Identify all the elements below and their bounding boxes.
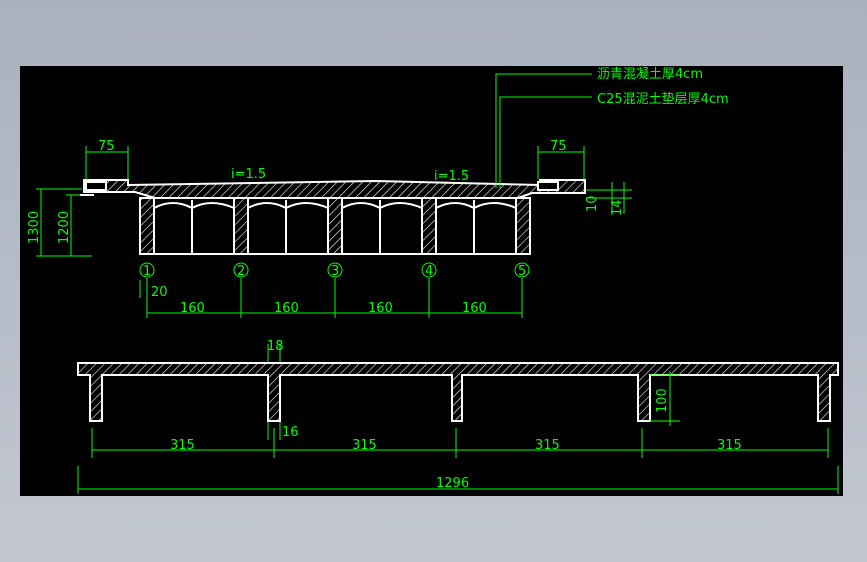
dim-spans bbox=[91, 428, 829, 458]
dim-web-label: 16 bbox=[282, 425, 299, 440]
girder-web-2 bbox=[233, 197, 249, 255]
dim-cantilever-left bbox=[85, 146, 129, 179]
dim-cantilever-left-label: 75 bbox=[98, 139, 115, 154]
dim-girder-spacing bbox=[146, 278, 523, 318]
callout-asphalt: 沥青混凝土厚4cm bbox=[597, 66, 703, 82]
total-length-label: 1296 bbox=[436, 476, 469, 491]
span-label-1: 315 bbox=[170, 438, 195, 453]
dim-depth bbox=[650, 371, 680, 426]
dim-web bbox=[267, 422, 281, 440]
girder-mark-5: 5 bbox=[518, 264, 526, 279]
curb-right bbox=[537, 181, 559, 191]
diaphragms bbox=[80, 194, 517, 255]
dim-deck-thickness bbox=[586, 182, 632, 214]
girder-mark-1: 1 bbox=[143, 264, 151, 279]
girder-web-1 bbox=[139, 197, 155, 255]
dim-height-left bbox=[36, 188, 92, 257]
dim-deck-thickness-b-label: 14 bbox=[610, 199, 625, 216]
top-cross-section: i=1.5 i=1.5 沥青混凝土厚4cm C25混泥土垫层厚4cm 75 bbox=[27, 66, 729, 318]
spacing-label-2: 160 bbox=[274, 301, 299, 316]
span-label-2: 315 bbox=[352, 438, 377, 453]
dim-web-width bbox=[139, 280, 148, 298]
dim-flange bbox=[267, 344, 281, 362]
spacing-label-3: 160 bbox=[368, 301, 393, 316]
callout-leaders bbox=[495, 73, 592, 188]
span-label-4: 315 bbox=[717, 438, 742, 453]
girder-mark-2: 2 bbox=[237, 264, 245, 279]
bottom-longitudinal-section: 18 100 16 bbox=[77, 339, 839, 494]
dim-depth-label: 100 bbox=[655, 388, 670, 413]
dim-height-total-label: 1300 bbox=[27, 211, 42, 244]
dim-web-width-label: 20 bbox=[151, 285, 168, 300]
span-label-3: 315 bbox=[535, 438, 560, 453]
girder-marks bbox=[139, 262, 530, 278]
curb-left bbox=[85, 181, 107, 191]
dim-deck-thickness-a-label: 10 bbox=[585, 195, 600, 212]
longitudinal-slab bbox=[77, 362, 839, 422]
drawing-canvas[interactable]: i=1.5 i=1.5 沥青混凝土厚4cm C25混泥土垫层厚4cm 75 bbox=[20, 66, 843, 496]
dim-height-girder-label: 1200 bbox=[57, 211, 72, 244]
girder-mark-4: 4 bbox=[425, 264, 433, 279]
deck-slab bbox=[83, 179, 586, 199]
spacing-label-4: 160 bbox=[462, 301, 487, 316]
dim-cantilever-right-label: 75 bbox=[550, 139, 567, 154]
spacing-label-1: 160 bbox=[180, 301, 205, 316]
callout-c25: C25混泥土垫层厚4cm bbox=[597, 91, 729, 107]
girder-web-4 bbox=[421, 197, 437, 255]
girder-mark-3: 3 bbox=[331, 264, 339, 279]
girder-web-3 bbox=[327, 197, 343, 255]
slope-label-right: i=1.5 bbox=[434, 169, 469, 184]
dim-flange-label: 18 bbox=[267, 339, 284, 354]
dim-total bbox=[77, 466, 839, 494]
girder-web-5 bbox=[515, 197, 531, 255]
cad-drawing: i=1.5 i=1.5 沥青混凝土厚4cm C25混泥土垫层厚4cm 75 bbox=[27, 66, 839, 494]
slope-label-left: i=1.5 bbox=[231, 167, 266, 182]
dim-cantilever-right bbox=[537, 146, 585, 179]
